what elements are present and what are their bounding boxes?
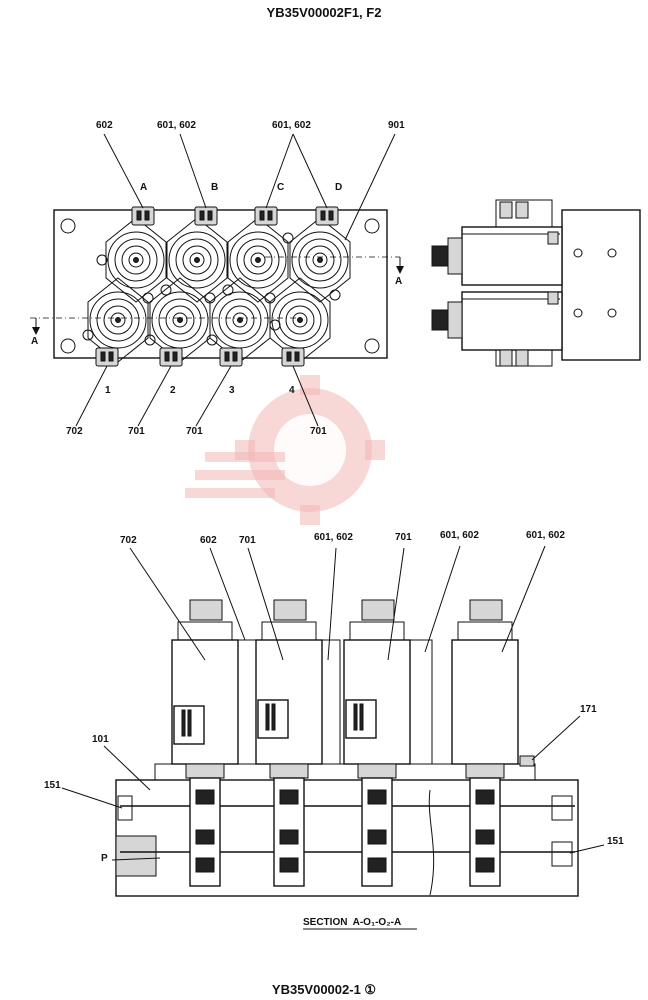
position-label-2: 2 bbox=[170, 385, 176, 396]
callout-601-602-top-b: 601, 602 bbox=[272, 120, 311, 131]
callout-701-top-a: 701 bbox=[128, 426, 145, 437]
callout-702-top: 702 bbox=[66, 426, 83, 437]
callout-702-section: 702 bbox=[120, 535, 137, 546]
section-mark-right: A bbox=[395, 276, 403, 287]
callout-701-top-b: 701 bbox=[186, 426, 203, 437]
page-title: YB35V00002F1, F2 bbox=[266, 5, 382, 20]
callout-701-section-b: 701 bbox=[395, 532, 412, 543]
footer-code: YB35V00002-1 ① bbox=[271, 982, 377, 997]
callout-901: 901 bbox=[388, 120, 405, 131]
watermark-gear-icon bbox=[185, 375, 385, 525]
port-label-a: A bbox=[140, 182, 148, 193]
callout-601-602-section-b: 601, 602 bbox=[440, 530, 479, 541]
port-label-b: B bbox=[211, 182, 219, 193]
position-label-4: 4 bbox=[289, 385, 295, 396]
callout-602-top: 602 bbox=[96, 120, 113, 131]
top-view-front bbox=[30, 133, 404, 427]
top-view-side bbox=[431, 199, 641, 367]
port-label-c: C bbox=[277, 182, 285, 193]
callout-101: 101 bbox=[92, 734, 109, 745]
callout-151-right: 151 bbox=[607, 836, 624, 847]
section-view bbox=[61, 545, 605, 930]
position-label-3: 3 bbox=[229, 385, 235, 396]
callout-171: 171 bbox=[580, 704, 597, 715]
section-mark-left: A bbox=[31, 336, 39, 347]
callout-601-602-section-a: 601, 602 bbox=[314, 532, 353, 543]
port-label-d: D bbox=[335, 182, 343, 193]
callout-701-top-c: 701 bbox=[310, 426, 327, 437]
callout-602-section: 602 bbox=[200, 535, 217, 546]
position-label-1: 1 bbox=[105, 385, 111, 396]
section-caption: SECTION A-O₁-O₂-A bbox=[303, 917, 402, 928]
callout-601-602-section-c: 601, 602 bbox=[526, 530, 565, 541]
callout-601-602-top-a: 601, 602 bbox=[157, 120, 196, 131]
callout-701-section-a: 701 bbox=[239, 535, 256, 546]
callout-151-left: 151 bbox=[44, 780, 61, 791]
port-label-p: P bbox=[101, 853, 108, 864]
